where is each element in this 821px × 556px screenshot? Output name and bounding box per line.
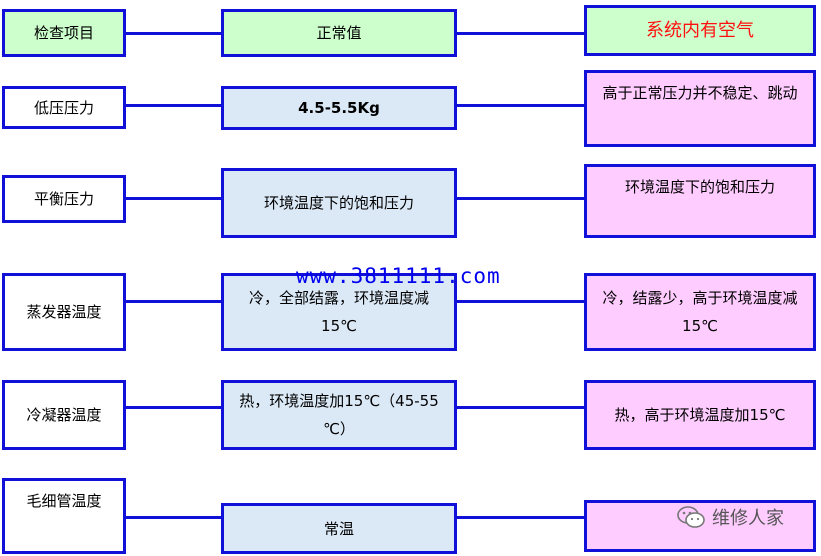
connector-line [455,197,586,200]
connector-line [455,300,586,303]
normal-value-line1: 冷，全部结露，环境温度减 [248,289,429,307]
normal-value-line2: 15℃ [321,317,357,335]
air-value-line1: 冷，结露少，高于环境温度减 [602,289,798,307]
connector-line [455,516,586,519]
air-box-balance-pressure: 环境温度下的饱和压力 [584,164,816,238]
air-value: 热，高于环境温度加15℃ [614,406,786,424]
header-item-box: 检查项目 [2,9,126,57]
item-box-capillary-temp: 毛细管温度 [2,478,126,554]
item-box-low-pressure: 低压压力 [2,86,126,129]
normal-box-evaporator-temp: 冷，全部结露，环境温度减 15℃ [221,273,457,351]
normal-box-low-pressure: 4.5-5.5Kg [221,86,457,130]
connector-line [455,32,586,35]
normal-value-line1: 热，环境温度加15℃（45-55 [239,392,439,410]
normal-box-condenser-temp: 热，环境温度加15℃（45-55 ℃） [221,380,457,450]
normal-value: 常温 [323,519,354,538]
item-label: 蒸发器温度 [26,303,102,321]
connector-line [124,197,223,200]
brand-logo: 维修人家 [676,504,784,530]
normal-box-balance-pressure: 环境温度下的饱和压力 [221,168,457,238]
watermark-url: www.3811111.com [296,264,501,288]
item-label: 毛细管温度 [26,492,102,510]
normal-value-line2: ℃） [323,420,355,438]
brand-label: 维修人家 [712,508,784,529]
connector-line [455,104,586,107]
air-value: 环境温度下的饱和压力 [624,178,775,196]
header-item-label: 检查项目 [33,24,94,42]
air-box-evaporator-temp: 冷，结露少，高于环境温度减 15℃ [584,273,816,351]
normal-value: 4.5-5.5Kg [298,99,380,117]
connector-line [455,406,586,409]
item-box-condenser-temp: 冷凝器温度 [2,380,126,450]
air-value: 高于正常压力并不稳定、跳动 [602,84,798,102]
normal-box-capillary-temp: 常温 [221,503,457,554]
connector-line [124,104,223,107]
item-box-balance-pressure: 平衡压力 [2,175,126,223]
connector-line [124,406,223,409]
air-box-condenser-temp: 热，高于环境温度加15℃ [584,380,816,450]
wechat-icon [677,506,705,528]
air-box-low-pressure: 高于正常压力并不稳定、跳动 [584,70,816,147]
item-label: 冷凝器温度 [26,406,102,424]
header-air-label: 系统内有空气 [646,19,754,41]
connector-line [124,516,223,519]
item-box-evaporator-temp: 蒸发器温度 [2,273,126,351]
air-value-line2: 15℃ [682,317,718,335]
header-air-box: 系统内有空气 [584,5,816,56]
normal-value: 环境温度下的饱和压力 [263,194,414,212]
header-normal-box: 正常值 [221,9,457,57]
item-label: 低压压力 [33,98,94,117]
item-label: 平衡压力 [33,190,94,208]
connector-line [124,300,223,303]
connector-line [124,32,223,35]
header-normal-label: 正常值 [316,24,362,42]
